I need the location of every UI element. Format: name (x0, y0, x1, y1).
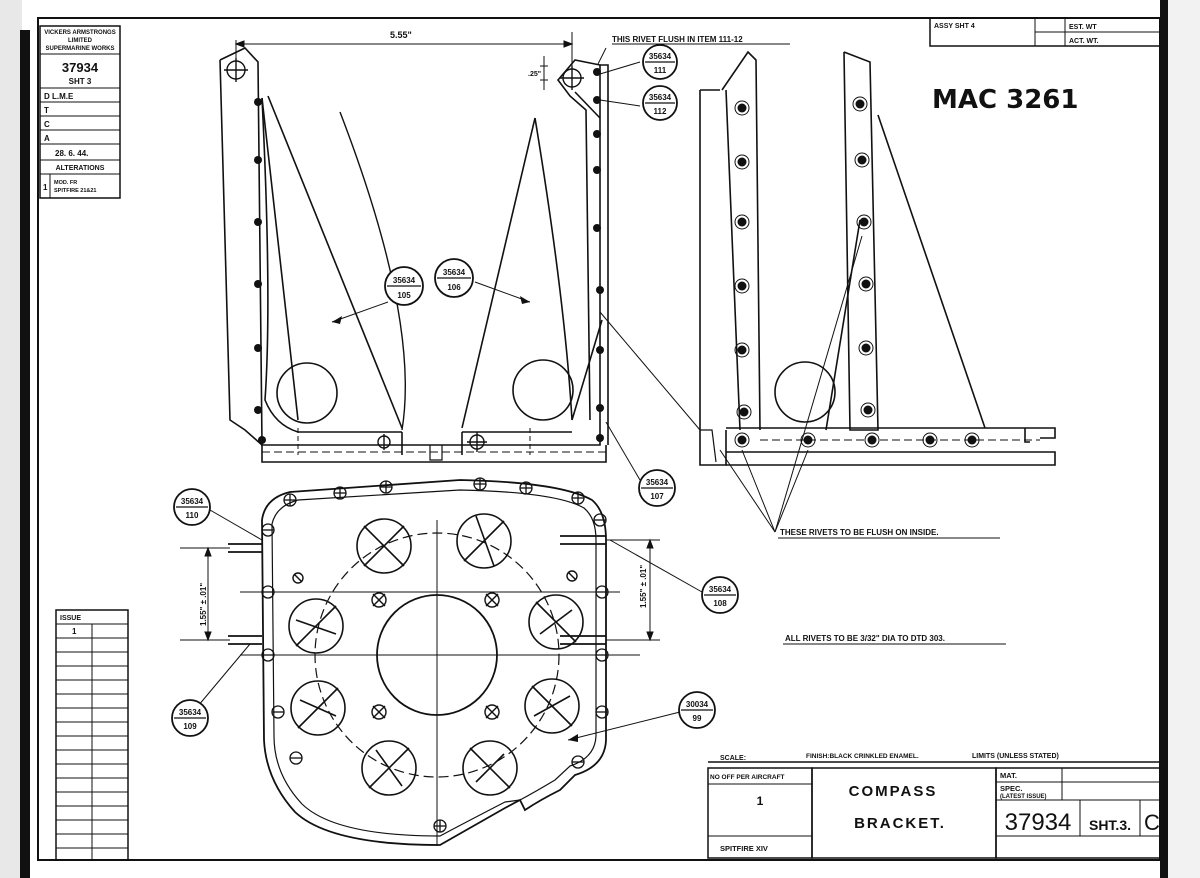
title-drawing-number: 37934 (1005, 809, 1072, 836)
balloon-35634-109: 35634 109 (171, 699, 209, 737)
company-line-1: VICKERS ARMSTRONGS (44, 30, 115, 36)
svg-text:35634: 35634 (646, 478, 669, 487)
plan-view (228, 479, 607, 846)
side-view-rivet-rings (734, 96, 980, 448)
alteration-1-number: 1 (43, 183, 48, 192)
offset-dimension-label: .25" (528, 71, 541, 78)
handwritten-reference: MAC 3261 (932, 85, 1079, 115)
balloon-35634-108: 35634 108 (701, 576, 739, 614)
alteration-1-text-1: MOD. FR (54, 180, 77, 186)
no-off-label: NO OFF PER AIRCRAFT (710, 774, 785, 781)
right-margin-bar (1160, 0, 1168, 878)
balloon-35634-110: 35634 110 (173, 488, 211, 526)
sheet-border (37, 17, 1161, 861)
spec-label: SPEC. (1000, 784, 1023, 793)
centre-lines (240, 520, 640, 846)
header-date: 28. 6. 44. (55, 149, 88, 158)
svg-text:30034: 30034 (686, 700, 709, 709)
svg-text:35634: 35634 (443, 268, 466, 277)
header-row-a: A (44, 134, 50, 143)
finish-note: FINISH:BLACK CRINKLED ENAMEL. (806, 753, 919, 760)
note-flush-inside: THESE RIVETS TO BE FLUSH ON INSIDE. (780, 528, 939, 537)
svg-text:35634: 35634 (709, 585, 732, 594)
leader-arrowheads (332, 296, 578, 742)
header-row-c: C (44, 120, 50, 129)
balloon-35634-105: 35634 105 (384, 266, 424, 306)
balloon-35634-112: 35634 112 (642, 85, 678, 121)
lightening-holes (288, 513, 584, 796)
front-view-hole-left (276, 362, 338, 424)
limits-label: LIMITS (UNLESS STATED) (972, 753, 1059, 760)
front-view-hole-right (512, 359, 574, 421)
company-line-3: SUPERMARINE WORKS (45, 46, 114, 52)
balloon-35634-106: 35634 106 (434, 258, 474, 298)
header-sheet: SHT 3 (69, 77, 92, 86)
front-view-rivets (254, 68, 604, 444)
title-sheet: SHT.3. (1089, 817, 1131, 833)
svg-text:35634: 35634 (179, 708, 202, 717)
svg-text:112: 112 (654, 107, 667, 116)
width-dimension (234, 32, 574, 90)
title-line-1: COMPASS (849, 783, 938, 800)
issue-box: ISSUE 1 (55, 609, 129, 861)
height-dimensions (180, 538, 660, 642)
material-label: MAT. (1000, 771, 1017, 780)
plan-view-rivets (261, 477, 609, 833)
scale-label: SCALE: (720, 755, 746, 762)
est-weight-label: EST. WT (1069, 24, 1097, 31)
leader-lines (197, 43, 1006, 741)
svg-text:35634: 35634 (181, 497, 204, 506)
side-view-hole (774, 361, 836, 423)
top-right-box: ASSY SHT 4 EST. WT ACT. WT. (929, 17, 1161, 47)
alteration-1-text-2: SPITFIRE 21&21 (54, 188, 97, 194)
svg-text:35634: 35634 (649, 93, 672, 102)
svg-text:35634: 35634 (393, 276, 416, 285)
header-drawing-number: 37934 (62, 60, 99, 75)
note-all-rivets: ALL RIVETS TO BE 3/32" DIA TO DTD 303. (785, 634, 945, 643)
svg-text:105: 105 (397, 291, 411, 300)
header-row-dlme: D L.M.E (44, 92, 74, 101)
width-dimension-label: 5.55" (390, 30, 412, 40)
left-margin-bar (20, 30, 30, 878)
assy-sheet: ASSY SHT 4 (934, 23, 975, 30)
note-flush-rivet: THIS RIVET FLUSH IN ITEM 111-12 (612, 35, 743, 44)
left-height-dimension-label: 1.55" ± .01" (199, 583, 208, 626)
issue-label: ISSUE (60, 615, 81, 622)
svg-text:99: 99 (693, 714, 702, 723)
no-off-value: 1 (757, 794, 764, 808)
balloon-35634-111: 35634 111 (642, 44, 678, 80)
svg-text:110: 110 (186, 511, 199, 520)
balloon-35634-107: 35634 107 (638, 469, 676, 507)
spec-sublabel: (LATEST ISSUE) (1000, 794, 1047, 800)
issue-first: 1 (72, 627, 77, 636)
svg-text:108: 108 (713, 599, 727, 608)
act-weight-label: ACT. WT. (1069, 38, 1099, 45)
aircraft-label: SPITFIRE XIV (720, 844, 768, 853)
svg-text:35634: 35634 (649, 52, 672, 61)
front-view-mount-holes (224, 58, 584, 452)
svg-text:111: 111 (654, 66, 667, 75)
title-line-2: BRACKET. (854, 815, 946, 832)
header-row-t: T (44, 106, 49, 115)
balloon-30034-99: 30034 99 (678, 691, 716, 729)
svg-text:106: 106 (447, 283, 461, 292)
side-view-rivets (737, 99, 977, 445)
svg-text:107: 107 (650, 492, 664, 501)
right-height-dimension-label: 1.55" ± .01" (639, 565, 648, 608)
compass-mount-holes (292, 570, 578, 720)
alterations-label: ALTERATIONS (56, 165, 105, 172)
svg-text:109: 109 (183, 722, 197, 731)
header-box: VICKERS ARMSTRONGS LIMITED SUPERMARINE W… (39, 25, 121, 199)
scan-left-edge (0, 0, 22, 878)
side-view (699, 50, 1056, 466)
company-line-2: LIMITED (68, 38, 93, 44)
title-issue-letter: C (1144, 810, 1160, 835)
title-block: SCALE: FINISH:BLACK CRINKLED ENAMEL. LIM… (707, 753, 1166, 859)
